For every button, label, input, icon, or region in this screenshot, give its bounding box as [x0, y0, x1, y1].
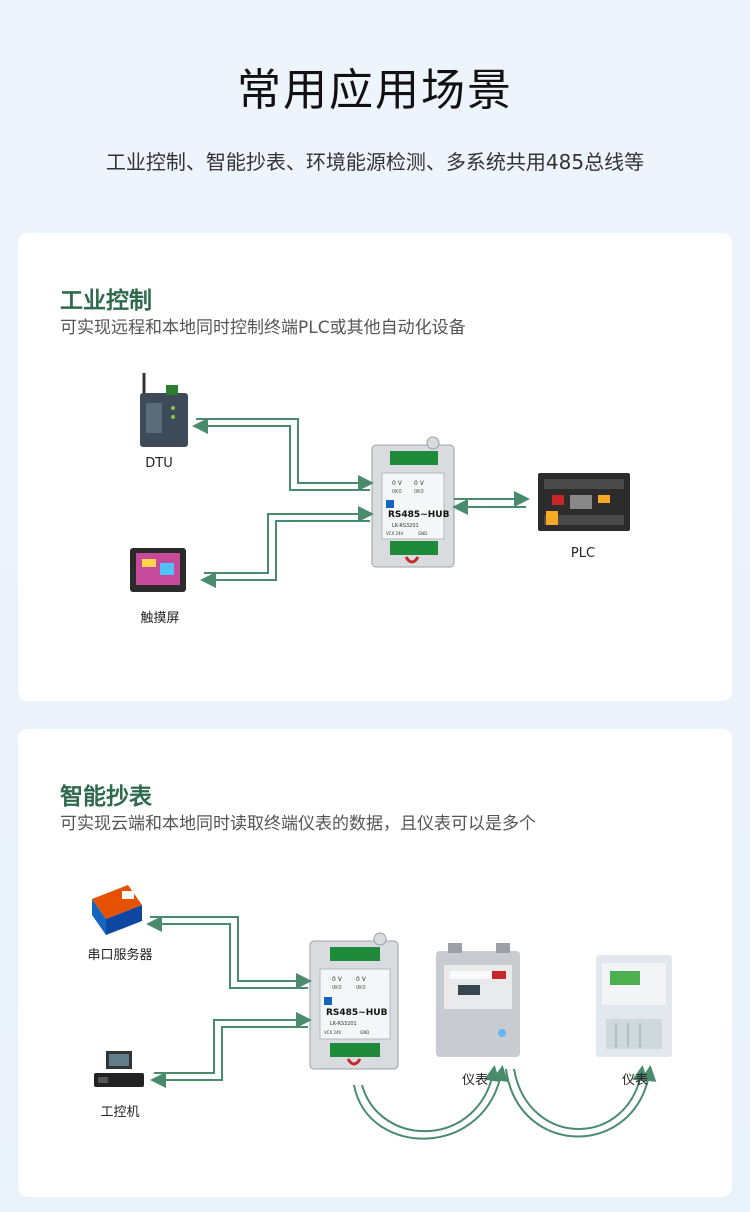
hub-bottom-right-label: GND — [360, 1030, 369, 1035]
industrial-pc-device-icon — [94, 1051, 144, 1087]
arrow-hub-to-plc — [452, 491, 530, 515]
hub-top-right-label: 0 V — [414, 480, 425, 487]
rs485-hub-device: 0 V 0 V 0K0 0K0 RS485~HUB LK-RS3201 VCX … — [309, 932, 399, 1070]
smart-meter-diagram: 0 V 0 V 0K0 0K0 RS485~HUB LK-RS3201 VCX … — [92, 885, 672, 1140]
arrow-industrial-pc-to-hub — [150, 1012, 312, 1088]
meter-device-icon-electric — [596, 955, 672, 1057]
hub-top-right-label: 0 V — [356, 976, 367, 983]
hub-code-label: LK-RS3201 — [392, 523, 419, 529]
scene-card-smart-meter-reading: 智能抄表 可实现云端和本地同时读取终端仪表的数据，且仪表可以是多个 — [18, 729, 732, 1197]
page-title: 常用应用场景 — [237, 65, 513, 116]
hub-sub-left-label: 0K0 — [392, 489, 402, 495]
hub-sub-right-label: 0K0 — [356, 985, 366, 991]
arrow-touchscreen-to-hub — [200, 506, 374, 588]
hub-logo-icon — [324, 997, 332, 1005]
scene-description: 可实现云端和本地同时读取终端仪表的数据，且仪表可以是多个 — [60, 814, 536, 834]
touch-screen-device-icon — [130, 548, 186, 592]
device-label-meter: 仪表 — [461, 1073, 488, 1088]
arrow-hub-to-meter — [353, 1065, 509, 1140]
device-label-meter: 仪表 — [621, 1073, 648, 1088]
page-subtitle: 工业控制、智能抄表、环境能源检测、多系统共用485总线等 — [105, 150, 645, 174]
hub-top-left-label: 0 V — [332, 976, 343, 983]
hub-top-left-label: 0 V — [392, 480, 403, 487]
hub-bottom-left-label: VCX 24V — [324, 1030, 342, 1035]
device-label-industrial-pc: 工控机 — [100, 1105, 140, 1120]
hub-logo-icon — [386, 500, 394, 508]
arrow-dtu-to-hub — [192, 418, 374, 491]
hub-code-label: LK-RS3201 — [330, 1021, 357, 1027]
arrow-meter-to-meter — [505, 1065, 657, 1138]
rs485-hub-device: 0 V 0 V 0K0 0K0 RS485~HUB LK-RS3201 VCX … — [371, 436, 455, 568]
meter-device-icon-gas — [436, 943, 520, 1057]
scene-card-industrial-control: 工业控制 可实现远程和本地同时控制终端PLC或其他自动化设备 — [18, 233, 732, 701]
scene-title: 工业控制 — [60, 288, 152, 314]
serial-server-device-icon — [92, 885, 142, 935]
device-label-plc: PLC — [570, 546, 596, 561]
hub-sub-left-label: 0K0 — [332, 985, 342, 991]
hub-bottom-right-label: GND — [418, 531, 427, 536]
hub-sub-right-label: 0K0 — [414, 489, 424, 495]
plc-device-icon — [538, 473, 630, 531]
industrial-control-diagram: 0 V 0 V 0K0 0K0 RS485~HUB LK-RS3201 VCX … — [130, 373, 630, 592]
scene-description: 可实现远程和本地同时控制终端PLC或其他自动化设备 — [60, 318, 466, 338]
dtu-device-icon — [140, 373, 188, 447]
device-label-serial-server: 串口服务器 — [87, 948, 153, 963]
hub-model-label: RS485~HUB — [326, 1008, 388, 1018]
device-label-dtu: DTU — [145, 456, 173, 471]
hub-model-label: RS485~HUB — [388, 510, 450, 520]
device-label-touch-screen: 触摸屏 — [140, 611, 180, 626]
hub-bottom-left-label: VCX 24V — [386, 531, 404, 536]
scene-title: 智能抄表 — [60, 784, 152, 810]
arrow-serial-server-to-hub — [146, 916, 312, 989]
